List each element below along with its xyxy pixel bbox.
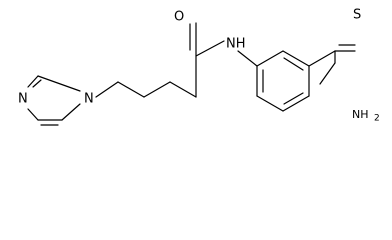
bond-ring-thiocarbon (308, 50, 336, 67)
atom-label-imidazole-n-top: N (84, 92, 94, 107)
bond-c4-c5-inner (283, 92, 304, 105)
atom-label-carbonyl-oxygen: O (174, 10, 184, 25)
amide-group (189, 22, 258, 98)
bond-c4-c5 (282, 95, 310, 112)
atom-label-amide-nh: NH (226, 37, 246, 52)
bond-n1-c5 (61, 103, 81, 121)
bond-c1-c2 (256, 50, 284, 67)
bond-c5-c6 (256, 95, 284, 112)
bond-cb-cc (143, 81, 171, 98)
bond-c2-c3 (282, 50, 310, 67)
bond-n-ring (237, 50, 258, 67)
bond-n1-ca (95, 81, 119, 98)
chemical-structure-diagram: N N O NH S NH 2 (18, 8, 380, 126)
bond-carbonyl-n (195, 40, 225, 57)
bond-c2-n1 (37, 75, 81, 92)
butyl-chain (95, 81, 197, 98)
thioamide-group (308, 44, 356, 85)
bond-ca-cb (117, 81, 145, 98)
bond-cc-carbonyl (169, 81, 197, 98)
bond-c2-c3-inner (283, 57, 304, 71)
atom-label-imidazole-n-bottom: N (18, 92, 28, 107)
bond-n3-c2-double (32, 79, 42, 88)
atom-label-amine-nh2: NH (352, 108, 369, 121)
atom-label-amine-subscript: 2 (374, 114, 380, 124)
imidazole-ring (27, 75, 81, 126)
benzene-ring (256, 50, 310, 112)
bond-thiocarbon-nh2-lower (319, 62, 336, 85)
bond-c4-n3 (27, 108, 39, 121)
bond-n3-c2 (27, 75, 39, 88)
atom-label-thio-sulfur: S (353, 8, 361, 23)
